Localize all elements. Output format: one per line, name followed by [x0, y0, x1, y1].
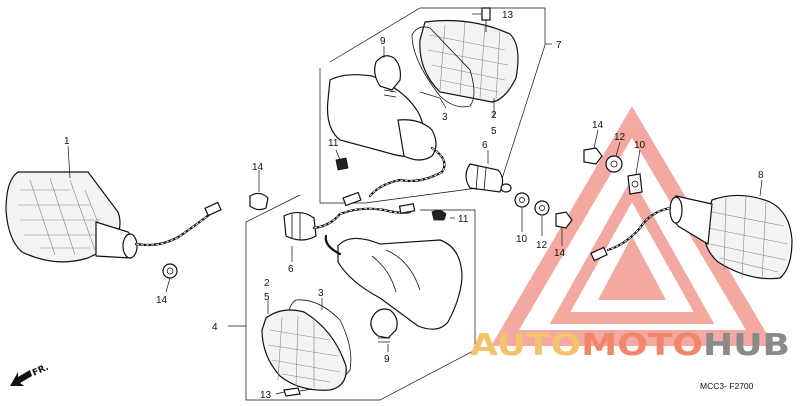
upper-gasket: [411, 26, 475, 108]
nut-left: [162, 263, 178, 279]
lower-screw: [283, 387, 301, 397]
callout-10-mid: 10: [516, 234, 528, 245]
upper-bulb: [374, 55, 401, 91]
turn-signal-right-lens-pattern: [707, 195, 789, 281]
turn-signal-left-wire: [134, 212, 212, 247]
lower-bulb: [370, 308, 398, 339]
callout-13-upper: 13: [502, 10, 514, 21]
callout-3-upper: 3: [442, 112, 448, 123]
turn-signal-right-lens: [703, 194, 793, 280]
lower-lens-pattern: [267, 315, 341, 388]
lower-housing-assembly: [324, 234, 463, 343]
callout-7: 7: [556, 40, 562, 51]
box-7-outline: [319, 7, 546, 204]
turn-signal-right-assembly: [583, 147, 793, 281]
nut-14-mid: [555, 211, 573, 229]
callout-1: 1: [64, 136, 70, 147]
callout-12-right: 12: [614, 132, 626, 143]
callout-5-upper: 5: [491, 126, 497, 137]
upper-connector: [342, 191, 362, 207]
clip-11-lower: [431, 210, 447, 221]
callout-3-lower: 3: [318, 288, 324, 299]
callout-14-right-low: 14: [554, 248, 566, 259]
callout-10-right: 10: [634, 140, 646, 151]
lower-housing: [337, 237, 463, 330]
washer-12-right: [605, 155, 623, 173]
callout-14-mid: 14: [252, 162, 264, 173]
leader-lines: [67, 13, 763, 395]
callout-6-upper: 6: [482, 140, 488, 151]
callout-14-left: 14: [156, 295, 168, 306]
callout-8: 8: [758, 170, 764, 181]
callout-12-mid: 12: [536, 240, 548, 251]
nut-14-right: [583, 147, 603, 165]
washer-12-mid: [534, 200, 550, 216]
turn-signal-left-connector: [204, 201, 222, 217]
watermark-moto: MOTO: [581, 328, 703, 363]
lower-housing-wire: [324, 234, 342, 256]
callout-9-lower: 9: [384, 354, 390, 365]
upper-grommet: [335, 157, 349, 171]
washer-10-mid: [514, 192, 530, 208]
callout-2-upper: 2: [491, 110, 497, 121]
callout-9-upper: 9: [380, 36, 386, 47]
callout-6-lower: 6: [288, 264, 294, 275]
middle-hardware: [249, 192, 573, 229]
callout-11-upper: 11: [328, 138, 339, 149]
upper-lens-assembly: [326, 7, 519, 207]
watermark-triangle-core: [598, 236, 666, 300]
callout-13-lower: 13: [260, 390, 272, 401]
watermark-auto: AUTO: [470, 328, 581, 363]
socket-lower: [283, 203, 416, 241]
turn-signal-left-stalk-end: [122, 233, 138, 259]
turn-signal-left-lens-pattern: [18, 177, 106, 256]
assembly-box-4: [245, 194, 476, 401]
upper-screw: [481, 7, 491, 21]
box-4-outline: [245, 194, 476, 401]
washer-10-right: [627, 173, 643, 195]
callout-11-lower: 11: [458, 214, 469, 225]
callout-labels: 1 14 14 6 2 5 3 4 9 13 11 13 7 9 3 2 5 1…: [64, 10, 764, 401]
callout-5-lower: 5: [264, 292, 270, 303]
callout-14-right-top: 14: [592, 120, 604, 131]
grommet-14-upper-left: [249, 192, 269, 211]
front-label: FR.: [31, 363, 50, 379]
turn-signal-right-connector: [590, 246, 608, 262]
socket-upper: [465, 163, 512, 193]
socket-lower-wire: [312, 207, 412, 230]
upper-lens: [419, 19, 519, 103]
front-arrow-icon: [10, 370, 32, 386]
lower-lens: [261, 309, 347, 391]
callout-4: 4: [212, 322, 218, 333]
upper-lens-pattern: [427, 21, 509, 99]
watermark-hub: HUB: [703, 328, 790, 363]
turn-signal-left-assembly: [5, 171, 222, 279]
reference-code: MCC3- F2700: [700, 381, 754, 391]
assembly-box-7: [319, 7, 546, 204]
upper-housing-neck: [397, 119, 437, 161]
callout-2-lower: 2: [264, 278, 270, 289]
front-direction-indicator: FR.: [10, 363, 50, 386]
lower-lens-assembly: [261, 299, 352, 397]
